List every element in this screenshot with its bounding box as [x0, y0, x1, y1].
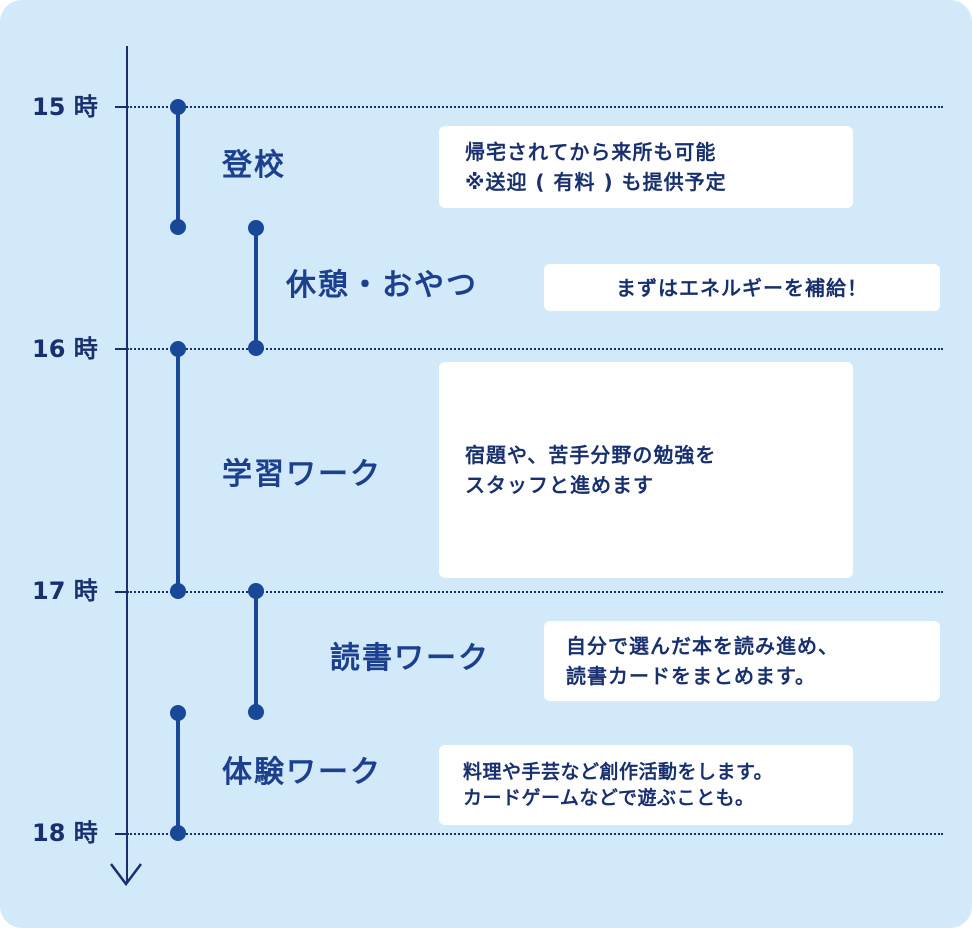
- duration-bar: [176, 713, 180, 833]
- end-dot: [170, 583, 186, 599]
- activity-description-reading: 自分で選んだ本を読み進め、 読書カードをまとめます。: [544, 621, 940, 701]
- activity-name-break: 休憩・おやつ: [286, 268, 478, 303]
- end-dot: [170, 219, 186, 235]
- hour-gridline: [127, 833, 943, 835]
- description-line: 帰宅されてから来所も可能: [465, 140, 717, 164]
- axis-arrow-icon: [110, 863, 142, 887]
- hour-gridline: [127, 348, 943, 350]
- start-dot: [248, 220, 264, 236]
- end-dot: [170, 825, 186, 841]
- hour-tick: [115, 348, 127, 350]
- start-dot: [170, 99, 186, 115]
- activity-name-arrival: 登校: [222, 148, 286, 183]
- description-line: スタッフと進めます: [465, 473, 654, 497]
- activity-name-experience: 体験ワーク: [222, 755, 382, 790]
- start-dot: [170, 341, 186, 357]
- duration-bar: [254, 591, 258, 712]
- end-dot: [248, 340, 264, 356]
- hour-gridline: [127, 591, 943, 593]
- start-dot: [170, 705, 186, 721]
- description-line: 自分で選んだ本を読み進め、: [566, 634, 839, 658]
- hour-label-17: 17 時: [32, 577, 98, 605]
- description-line: 宿題や、苦手分野の勉強を: [465, 443, 717, 467]
- description-line: まずはエネルギーを補給！: [616, 275, 868, 300]
- hour-gridline: [127, 106, 943, 108]
- duration-bar: [176, 349, 180, 591]
- activity-description-experience: 料理や手芸など創作活動をします。 カードゲームなどで遊ぶことも。: [439, 745, 853, 825]
- description-line: カードゲームなどで遊ぶことも。: [463, 787, 755, 809]
- start-dot: [248, 583, 264, 599]
- hour-tick: [115, 106, 127, 108]
- activity-description-study: 宿題や、苦手分野の勉強を スタッフと進めます: [439, 362, 853, 578]
- activity-name-reading: 読書ワーク: [330, 641, 490, 676]
- hour-label-16: 16 時: [32, 335, 98, 363]
- duration-bar: [254, 228, 258, 348]
- activity-description-break: まずはエネルギーを補給！: [544, 264, 940, 311]
- description-line: 料理や手芸など創作活動をします。: [463, 761, 774, 783]
- description-line: 読書カードをまとめます。: [566, 664, 816, 688]
- activity-name-study: 学習ワーク: [222, 457, 382, 492]
- description-line: ※送迎 ( 有料 ) も提供予定: [465, 170, 727, 194]
- hour-tick: [115, 833, 127, 835]
- hour-label-15: 15 時: [32, 93, 98, 121]
- duration-bar: [176, 107, 180, 227]
- hour-tick: [115, 591, 127, 593]
- end-dot: [248, 704, 264, 720]
- activity-description-arrival: 帰宅されてから来所も可能 ※送迎 ( 有料 ) も提供予定: [439, 126, 853, 208]
- hour-label-18: 18 時: [32, 819, 98, 847]
- time-axis: [126, 46, 128, 882]
